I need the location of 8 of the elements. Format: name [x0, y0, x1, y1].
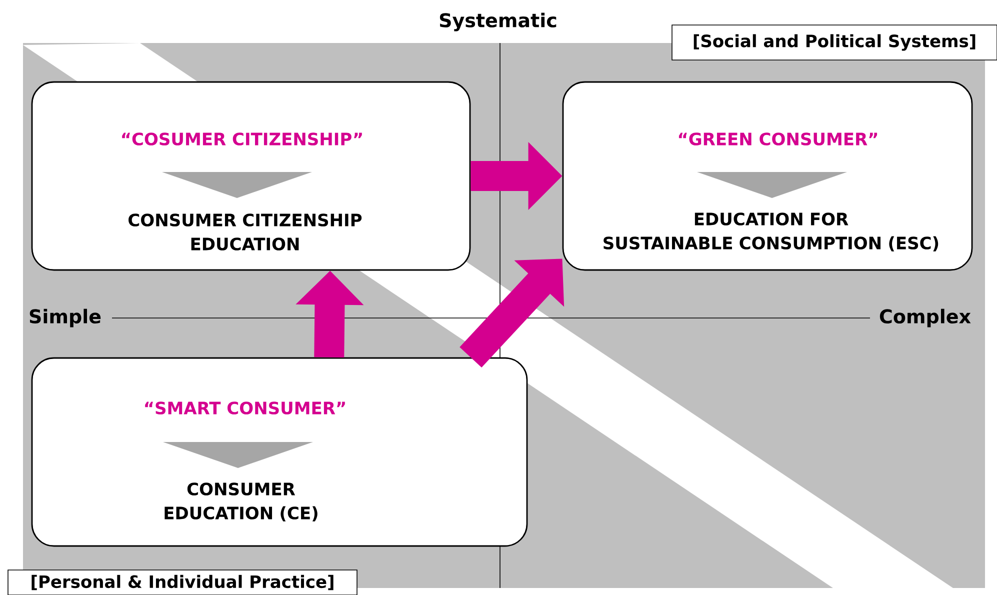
axis-label: Systematic: [440, 12, 556, 32]
concept-box: “COSUMER CITIZENSHIP” CONSUMER CITIZENSHIP EDUCATION: [31, 81, 471, 271]
concept-box: “GREEN CONSUMER” EDUCATION FOR SUSTAINABLE CONSUMPTION (ESC): [562, 81, 973, 271]
tag-box: [Personal & Individual Practice]: [8, 570, 358, 595]
concept-box: “SMART CONSUMER” CONSUMER EDUCATION (CE): [31, 357, 528, 547]
tag-box: [Social and Political Systems]: [672, 24, 997, 60]
axis-label: Complex: [880, 308, 971, 328]
axis-label: Simple: [30, 308, 101, 328]
